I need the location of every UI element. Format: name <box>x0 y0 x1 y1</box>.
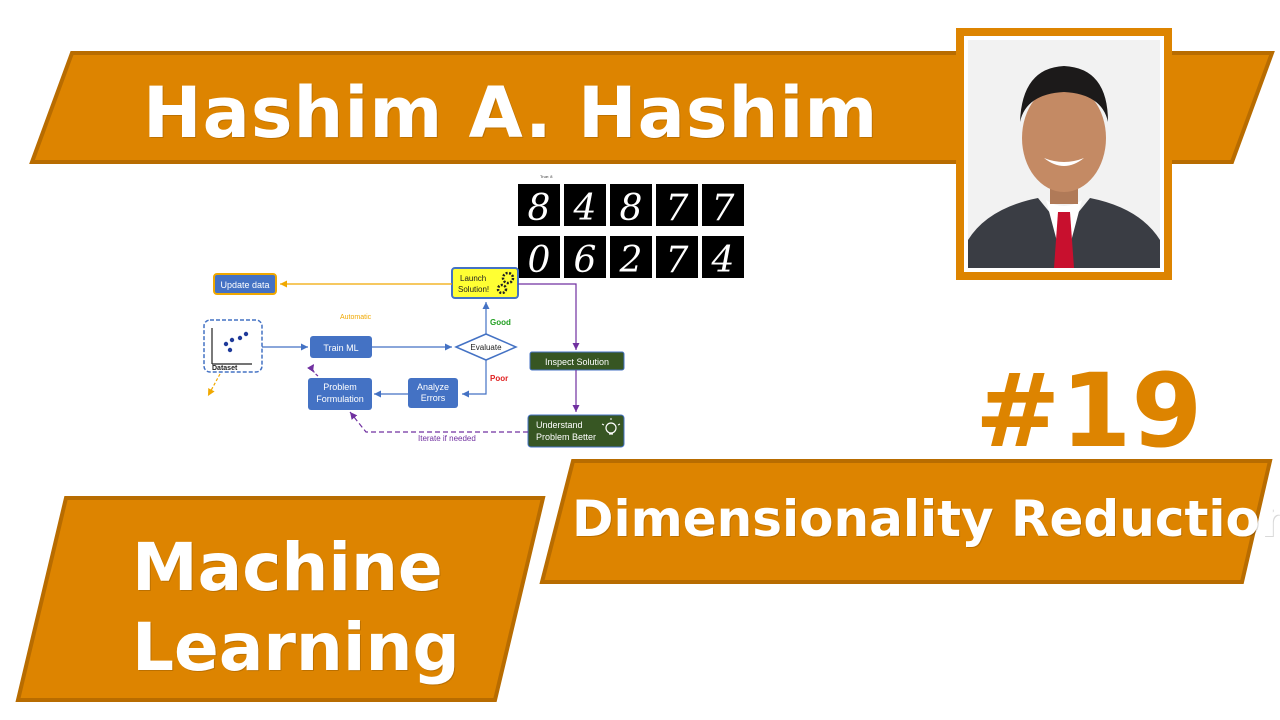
topic-banner <box>539 459 1273 584</box>
launch-solution-box <box>451 267 519 299</box>
analyze-label-2: Errors <box>421 393 446 403</box>
analyze-label-1: Analyze <box>417 382 449 392</box>
digit-cell <box>702 236 744 278</box>
update-data-label: Update data <box>220 280 269 290</box>
digit-glyph: 0 <box>528 240 551 281</box>
problem-formulation-box <box>308 378 372 410</box>
author-portrait <box>968 40 1160 268</box>
launch-label-2: Solution! <box>458 285 489 294</box>
digit-glyph: 7 <box>712 188 735 229</box>
author-photo-frame <box>956 28 1172 280</box>
digit-cell <box>610 184 652 226</box>
evaluate-label: Evaluate <box>470 343 502 352</box>
poor-label: Poor <box>490 374 508 383</box>
digit-glyph: 2 <box>619 240 643 281</box>
course-line-2: Learning <box>132 609 460 686</box>
dataset-label: Dataset <box>212 365 238 372</box>
understand-problem-box <box>527 414 625 448</box>
gears-icon <box>496 271 515 295</box>
train-ml-label: Train ML <box>323 343 358 353</box>
problem-label-2: Formulation <box>316 394 364 404</box>
update-data-box <box>213 273 277 295</box>
digit-cell <box>564 236 606 278</box>
launch-label-1: Launch <box>460 274 486 283</box>
digit-glyph: 7 <box>666 240 689 281</box>
digit-cell <box>518 184 560 226</box>
train-ml-box <box>310 336 372 358</box>
digit-cell <box>702 184 744 226</box>
analyze-errors-box <box>408 378 458 408</box>
digit-glyph: 8 <box>620 188 643 229</box>
digit-glyph: 6 <box>574 240 597 281</box>
evaluate-diamond <box>454 333 518 361</box>
digit-glyph: 4 <box>711 240 735 281</box>
understand-label-1: Understand <box>536 420 583 430</box>
digit-cell <box>656 184 698 226</box>
problem-label-1: Problem <box>323 382 357 392</box>
understand-label-2: Problem Better <box>536 432 596 442</box>
digit-cell <box>656 236 698 278</box>
digit-cell <box>564 184 606 226</box>
course-line-1: Machine <box>132 529 443 606</box>
automatic-label: Automatic <box>340 314 372 321</box>
inspect-solution-box <box>529 351 625 371</box>
episode-number: #19 <box>975 352 1203 471</box>
digit-cell <box>518 236 560 278</box>
dataset-box <box>203 319 263 373</box>
topic-title: Dimensionality Reduction <box>572 490 1280 548</box>
author-name: Hashim A. Hashim <box>143 72 879 154</box>
inspect-solution-label: Inspect Solution <box>545 357 609 367</box>
digit-glyph: 4 <box>573 188 597 229</box>
iterate-label: Iterate if needed <box>418 434 476 443</box>
digit-glyph: 7 <box>666 188 689 229</box>
lightbulb-icon <box>601 418 621 435</box>
digit-cell <box>610 236 652 278</box>
digit-glyph: 8 <box>528 188 551 229</box>
svg-text:True: 8: True: 8 <box>540 174 553 179</box>
course-title: Machine Learning <box>132 528 460 688</box>
course-banner <box>15 496 546 702</box>
scatter-plot-icon <box>211 328 252 365</box>
good-label: Good <box>490 318 511 327</box>
